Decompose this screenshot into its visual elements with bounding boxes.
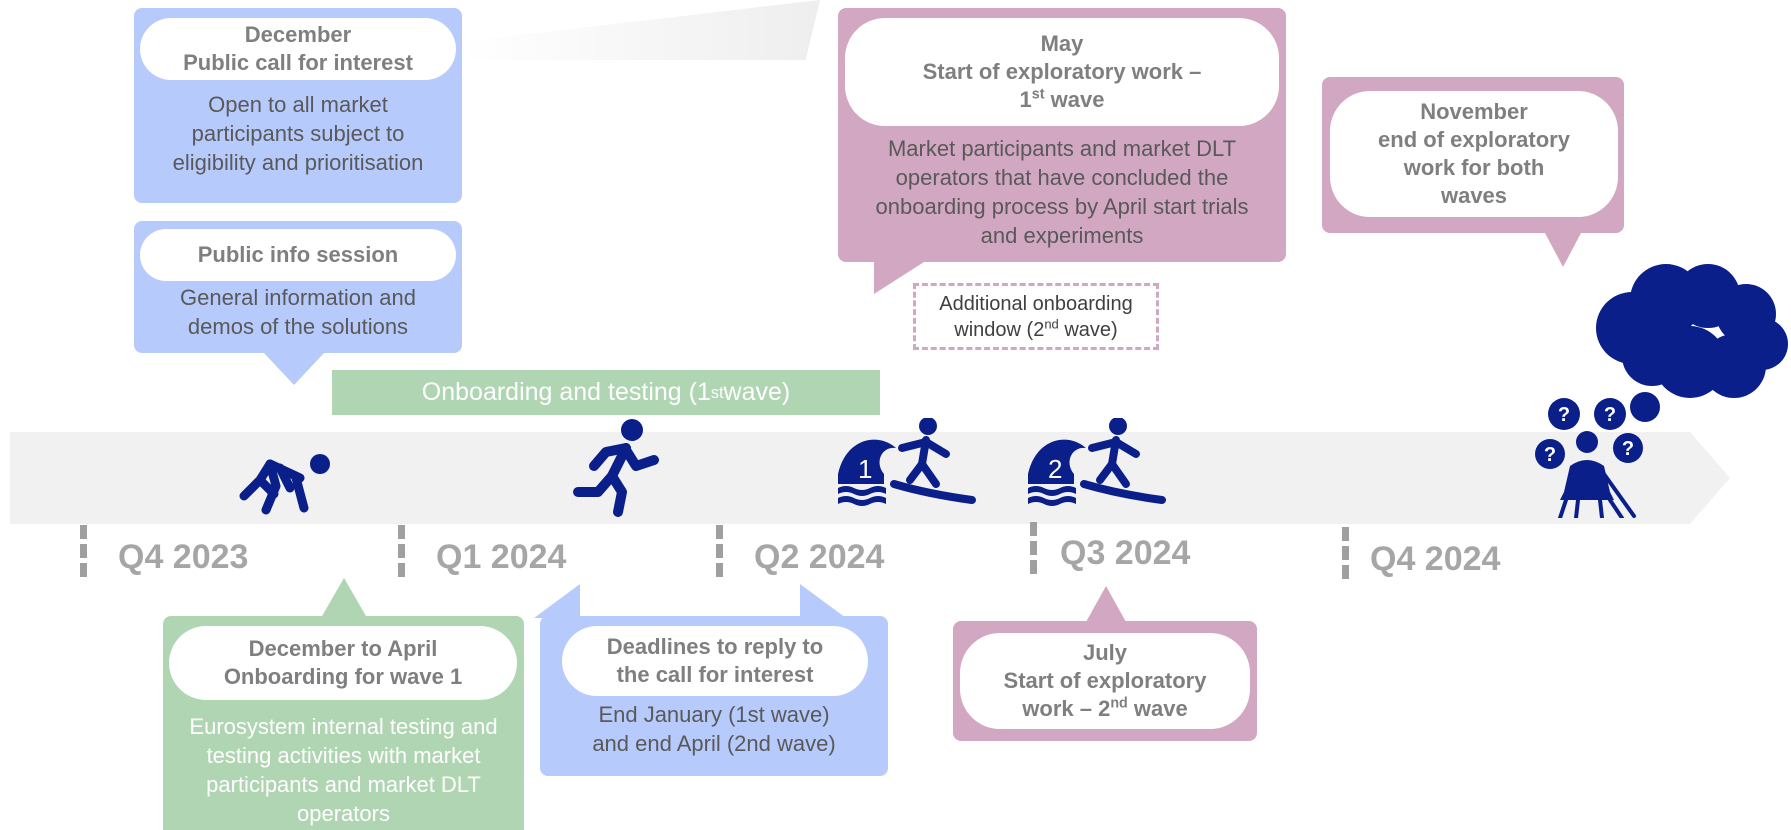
body-line: participants subject to	[191, 121, 405, 146]
question-mark: ?	[1558, 404, 1570, 426]
callout-tail	[800, 584, 846, 618]
callout-december-april-title: December to April Onboarding for wave 1	[169, 626, 517, 700]
surfer-icon: 2	[1028, 418, 1166, 506]
title-line: end of exploratory	[1378, 127, 1570, 152]
quarter-label: Q4 2024	[1370, 540, 1501, 578]
title-line: December to April	[248, 636, 438, 661]
title-line: work for both	[1403, 155, 1545, 180]
title-line: Onboarding for wave 1	[223, 664, 463, 689]
title-line: 1st wave	[1020, 86, 1105, 114]
runner-icon	[573, 419, 659, 517]
title-fragment: work – 2	[1022, 696, 1111, 721]
callout-tail	[1545, 233, 1581, 267]
callout-tail	[264, 353, 324, 385]
superscript: st	[1031, 86, 1045, 103]
title-line: work – 2nd wave	[1022, 695, 1187, 723]
callout-december-call: December Public call for interest Open t…	[134, 8, 462, 203]
callout-december-call-body: Open to all market participants subject …	[134, 90, 462, 177]
title-line: Public info session	[197, 242, 399, 267]
window-fragment: wave)	[1058, 318, 1118, 341]
body-line: Market participants and market DLT	[887, 136, 1237, 161]
body-line: onboarding process by April start trials	[875, 194, 1249, 219]
callout-tail	[322, 578, 366, 616]
body-line: participants and market DLT	[206, 772, 481, 797]
title-line: Deadlines to reply to	[606, 634, 824, 659]
callout-deadlines: Deadlines to reply to the call for inter…	[540, 616, 888, 776]
body-line: eligibility and prioritisation	[172, 150, 424, 175]
callout-may-start-title: May Start of exploratory work – 1st wave	[845, 18, 1279, 126]
callout-may-start-body: Market participants and market DLT opera…	[838, 134, 1286, 250]
callout-info-session-title: Public info session	[140, 229, 456, 281]
callout-december-call-title: December Public call for interest	[140, 18, 456, 80]
surfer-label: 2	[1048, 454, 1062, 484]
callout-july-start: July Start of exploratory work – 2nd wav…	[953, 621, 1257, 741]
surfer-label: 1	[858, 454, 872, 484]
question-mark: ?	[1604, 404, 1616, 426]
body-line: and experiments	[980, 223, 1144, 248]
title-line: Public call for interest	[183, 50, 413, 75]
callout-december-april-body: Eurosystem internal testing and testing …	[163, 712, 524, 828]
thought-bubble-icon	[1630, 392, 1660, 422]
quarter-label: Q1 2024	[436, 538, 567, 576]
title-line: the call for interest	[616, 662, 814, 687]
title-line: Start of exploratory	[1003, 668, 1207, 693]
callout-deadlines-title: Deadlines to reply to the call for inter…	[562, 626, 868, 696]
title-line: May	[1040, 31, 1084, 56]
window-fragment: window (2	[954, 318, 1045, 341]
quarter-tick	[1342, 527, 1349, 579]
superscript: nd	[1110, 695, 1128, 712]
question-mark: ?	[1544, 444, 1556, 466]
body-line: and end April (2nd wave)	[592, 731, 836, 756]
body-line: Eurosystem internal testing and	[189, 714, 498, 739]
callout-november-end: November end of exploratory work for bot…	[1322, 77, 1624, 233]
body-line: Open to all market	[208, 92, 388, 117]
thought-cloud-icon	[1596, 264, 1788, 398]
title-fragment: 1	[1019, 87, 1032, 112]
callout-info-session: Public info session General information …	[134, 221, 462, 353]
quarter-tick	[398, 525, 405, 577]
quarter-label: Q4 2023	[118, 538, 249, 576]
decorative-band	[460, 0, 820, 60]
quarter-label: Q2 2024	[754, 538, 885, 576]
quarter-label: Q3 2024	[1060, 534, 1191, 572]
title-line: Start of exploratory work –	[922, 59, 1202, 84]
title-line: December	[244, 22, 352, 47]
thinking-person-icon: ? ? ? ?	[1535, 398, 1643, 518]
callout-deadlines-body: End January (1st wave) and end April (2n…	[540, 700, 888, 758]
callout-tail	[534, 584, 580, 618]
callout-may-start: May Start of exploratory work – 1st wave…	[838, 8, 1286, 262]
callout-tail	[1086, 586, 1126, 622]
quarter-tick	[80, 525, 87, 577]
window-line: Additional onboarding	[939, 292, 1133, 315]
title-fragment: wave	[1044, 87, 1105, 112]
sprinter-crouch-icon	[239, 454, 330, 515]
onboarding-bar-text: Onboarding and testing (1	[421, 378, 711, 406]
additional-onboarding-window: Additional onboarding window (2nd wave)	[913, 283, 1159, 350]
callout-december-april: December to April Onboarding for wave 1 …	[163, 616, 524, 830]
title-line: waves	[1440, 183, 1508, 208]
quarter-tick	[716, 525, 723, 577]
body-line: operators	[297, 801, 390, 826]
question-mark: ?	[1622, 438, 1634, 460]
body-line: demos of the solutions	[187, 314, 409, 339]
body-line: General information and	[179, 285, 417, 310]
callout-november-end-title: November end of exploratory work for bot…	[1330, 91, 1618, 217]
surfer-icon: 1	[838, 418, 976, 506]
body-line: testing activities with market	[206, 743, 481, 768]
quarter-tick	[1030, 522, 1037, 574]
title-line: November	[1420, 99, 1528, 124]
body-line: operators that have concluded the	[895, 165, 1229, 190]
body-line: End January (1st wave)	[598, 702, 830, 727]
superscript: nd	[1044, 315, 1059, 331]
title-fragment: wave	[1127, 696, 1188, 721]
window-line: window (2nd wave)	[954, 317, 1117, 343]
title-line: July	[1082, 640, 1128, 665]
callout-info-session-body: General information and demos of the sol…	[134, 283, 462, 341]
callout-july-start-title: July Start of exploratory work – 2nd wav…	[960, 633, 1250, 729]
onboarding-bar-text: wave)	[723, 378, 791, 406]
